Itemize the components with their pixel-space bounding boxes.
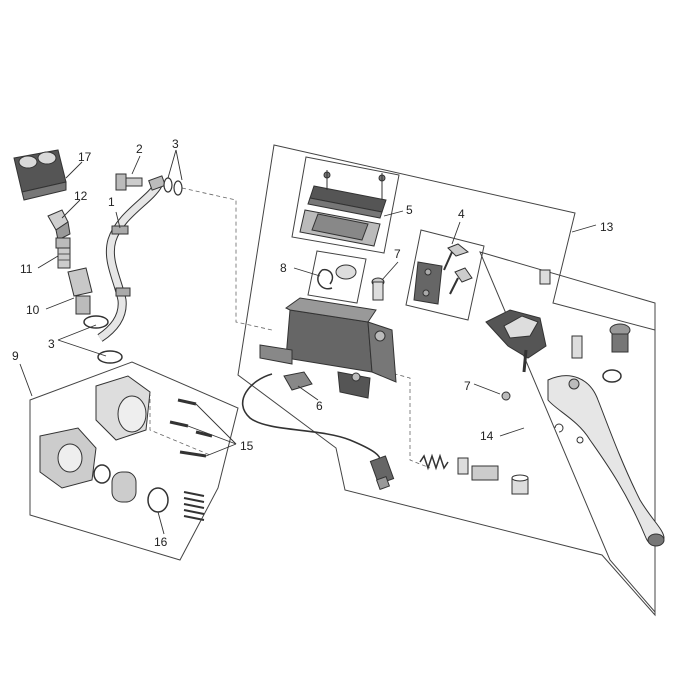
- piston-kit-part: [419, 453, 529, 495]
- callout-5: 5: [406, 203, 413, 217]
- washer-part: [83, 315, 109, 329]
- master-cylinder-body-part: [259, 297, 397, 399]
- bleeder-screw-part: [55, 237, 71, 269]
- washer-part: [163, 177, 173, 193]
- frame-13: [237, 144, 656, 617]
- rubber-cover-part: [13, 149, 67, 201]
- slave-cylinder-part: [39, 375, 205, 521]
- callout-11: 11: [20, 262, 33, 276]
- leader-lines: [19, 149, 597, 535]
- callout-12: 12: [74, 189, 88, 203]
- brake-switch-part: [242, 371, 395, 491]
- callout-17: 17: [78, 150, 92, 164]
- callout-15: 15: [240, 439, 254, 453]
- brake-hose-part: [97, 175, 166, 342]
- callout-7-top: 7: [394, 247, 401, 261]
- callout-4: 4: [458, 207, 465, 221]
- callout-3-left: 3: [48, 337, 55, 351]
- screw-part: [371, 277, 385, 301]
- callout-3-top: 3: [172, 137, 179, 151]
- frame-4: [405, 229, 485, 321]
- dashed-line-hose-to-master: [181, 187, 273, 331]
- callout-10: 10: [26, 303, 40, 317]
- clamp-part: [413, 243, 473, 305]
- callout-16: 16: [154, 535, 168, 549]
- hose-bolt-part: [115, 173, 143, 191]
- frame-14: [479, 251, 656, 614]
- callout-6: 6: [316, 399, 323, 413]
- reservoir-cap-part: [299, 170, 387, 247]
- washer-part: [97, 350, 123, 364]
- bleeder-cap-part: [47, 209, 71, 241]
- callout-9: 9: [12, 349, 19, 363]
- frame-9: [29, 361, 239, 561]
- dashed-line-piston: [379, 369, 431, 469]
- callout-8: 8: [280, 261, 287, 275]
- callout-1: 1: [108, 195, 115, 209]
- callout-7-right: 7: [464, 379, 471, 393]
- frame-8: [307, 250, 367, 304]
- lever-part: [485, 269, 665, 547]
- callout-2: 2: [136, 142, 143, 156]
- frame-5: [291, 156, 400, 254]
- clip-part: [317, 264, 357, 290]
- callout-13: 13: [600, 220, 614, 234]
- callout-14: 14: [480, 429, 494, 443]
- banjo-bolt-part: [67, 267, 93, 315]
- dashed-line-lower: [140, 394, 211, 456]
- slave-screw-part: [169, 398, 213, 458]
- washer-part: [173, 180, 183, 196]
